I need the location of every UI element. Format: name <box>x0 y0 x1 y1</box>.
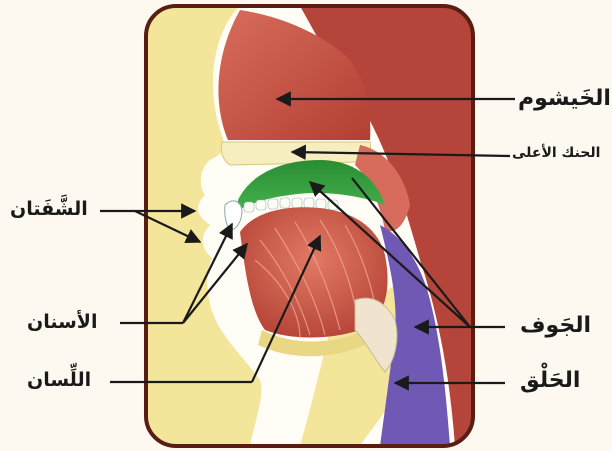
label-upper-palate: الحنك الأعلى <box>512 146 600 160</box>
label-tongue: اللِّسان <box>27 371 91 390</box>
label-oral-cavity: الجَوف <box>520 315 591 337</box>
label-throat: الحَلْق <box>520 370 580 392</box>
label-nasal-cavity: الخَيشوم <box>518 88 611 110</box>
label-teeth: الأسنان <box>27 313 97 332</box>
label-lips: الشَّفَتان <box>10 200 88 219</box>
